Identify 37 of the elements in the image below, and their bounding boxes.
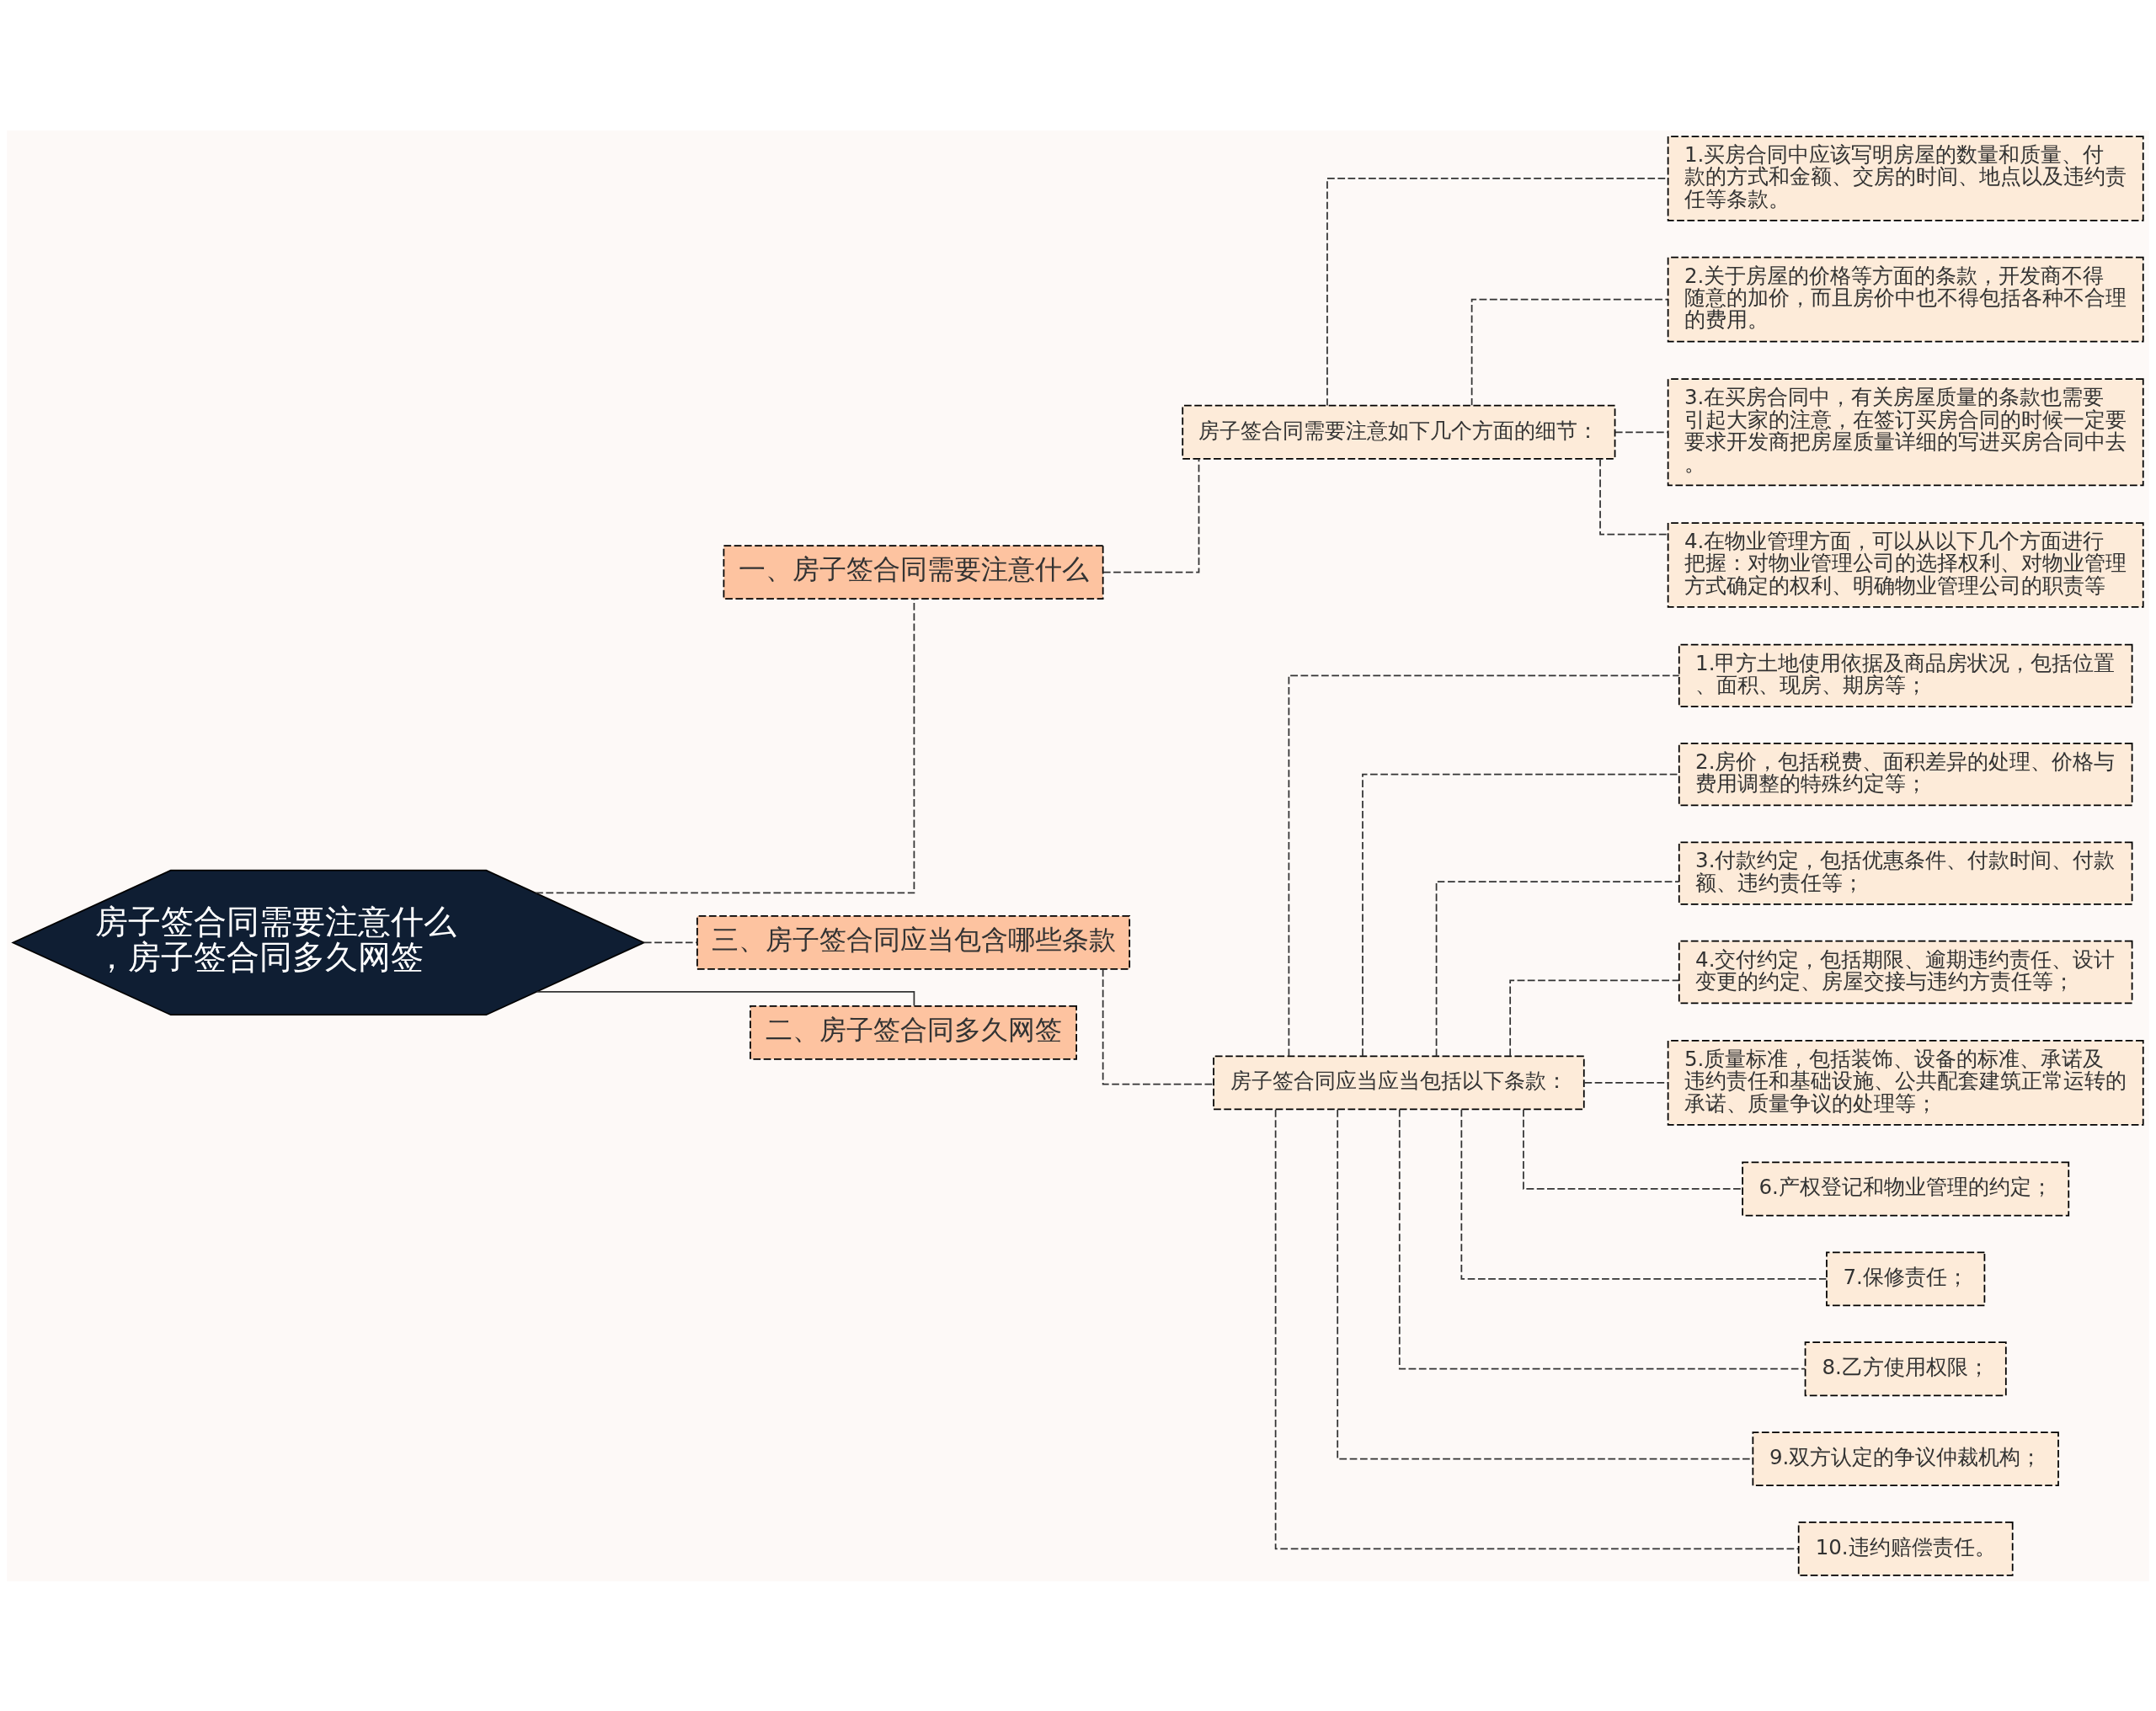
node-box: 2.关于房屋的价格等方面的条款，开发商不得随意的加价，而且房价中也不得包括各种不合理的费用。 [1667,256,2144,342]
connector [1102,967,1214,1085]
connector [1435,880,1679,1057]
connector [1326,177,1669,406]
connector [1460,1108,1828,1280]
node-box: 4.交付约定，包括期限、逾期违约责任、设计变更的约定、房屋交接与违约方责任等； [1678,940,2133,1004]
connector [535,598,915,893]
node-box: 三、房子签合同应当包含哪些条款 [696,914,1131,970]
node-box: 二、房子签合同多久网签 [750,1005,1077,1060]
node-box: 1.买房合同中应该写明房屋的数量和质量、付款的方式和金额、交房的时间、地点以及违约责任等条款。 [1667,135,2144,221]
node-box: 房子签合同需要注意如下几个方面的细节： [1182,404,1616,460]
connector [1470,298,1669,406]
node-box: 3.付款约定，包括优惠条件、付款时间、付款额、违约责任等； [1678,840,2133,905]
node-box: 4.在物业管理方面，可以从以下几个方面进行把握：对物业管理公司的选择权利、对物业管理方式确定的权利、明确物业管理公司的职责等 [1667,521,2144,608]
node-box: 6.产权登记和物业管理的约定； [1742,1161,2070,1216]
node-box: 10.违约赔偿责任。 [1797,1521,2014,1576]
connector [1509,979,1680,1057]
connector [536,990,915,1006]
node-box: 房子签合同应当应当包括以下条款： [1213,1054,1585,1110]
node-box: 5.质量标准，包括装饰、设备的标准、承诺及违约责任和基础设施、公共配套建筑正常运转的承诺、质量争议的处理等； [1667,1039,2144,1126]
node-box: 7.保修责任； [1826,1250,1986,1306]
connector [1362,773,1680,1057]
node-box: 1.甲方土地使用依据及商品房状况，包括位置、面积、现房、期房等； [1678,643,2133,707]
connector [1288,674,1680,1057]
connector [1599,457,1669,535]
node-box: 2.房价，包括税费、面积差异的处理、价格与费用调整的特殊约定等； [1678,742,2133,806]
node-box: 9.双方认定的争议仲裁机构； [1752,1431,2059,1486]
node-box: 8.乙方使用权限； [1804,1341,2007,1396]
node-box: 3.在买房合同中，有关房屋质量的条款也需要引起大家的注意，在签订买房合同的时候一定要要求开发商把房屋质量详细的写进买房合同中去。 [1667,377,2144,486]
connector [1102,458,1200,573]
connector [1398,1108,1806,1370]
connector [1523,1108,1743,1190]
node-box: 一、房子签合同需要注意什么 [723,544,1104,600]
connector [643,941,698,943]
connector [1614,430,1669,433]
connector [1583,1081,1669,1084]
connector [1274,1108,1799,1549]
